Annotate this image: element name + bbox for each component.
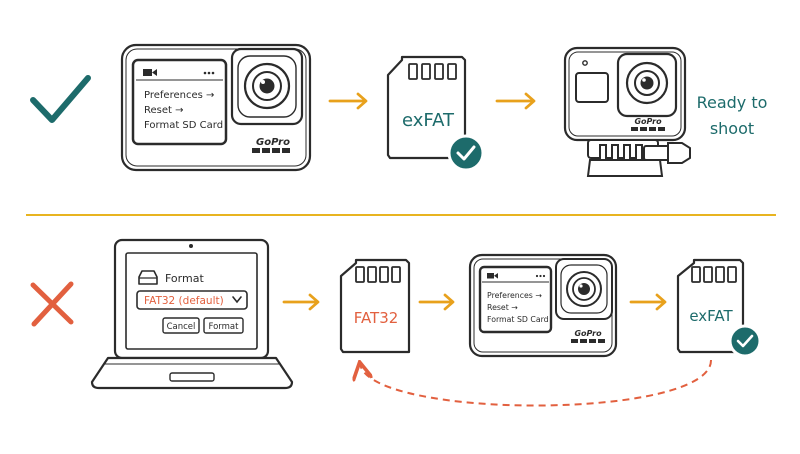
video-mode-icon	[143, 69, 152, 76]
gopro-camera-mounted: GoPro	[563, 46, 691, 177]
menu-item-format-sd-card: Format SD Card	[144, 120, 223, 131]
gopro-camera-menu: Preferences → Reset → Format SD Card GoP…	[120, 43, 312, 172]
mount-bracket	[586, 139, 691, 177]
return-loop-arrow	[360, 360, 713, 407]
cancel-button-label: Cancel	[167, 322, 196, 332]
format-button-label: Format	[209, 322, 240, 332]
filesystem-select-value: FAT32 (default)	[144, 295, 224, 307]
menu-item-preferences: Preferences →	[487, 291, 542, 300]
format-dialog: Format FAT32 (default) Cancel Format	[136, 270, 248, 334]
cross-icon	[30, 281, 74, 327]
gopro-logo: GoPro	[256, 137, 290, 148]
camera-screen	[131, 58, 228, 146]
gopro-logo: GoPro	[574, 329, 602, 338]
card-label: exFAT	[689, 307, 733, 325]
sd-card-exfat: exFAT	[676, 258, 762, 358]
sd-card-exfat: exFAT	[386, 55, 485, 172]
video-mode-icon	[487, 273, 494, 279]
sd-card-fat32: FAT32	[339, 258, 411, 354]
front-screen	[575, 72, 609, 103]
trackpad	[169, 372, 215, 382]
arrow-right	[418, 293, 455, 311]
arrow-right	[629, 293, 667, 311]
arrow-right	[495, 92, 536, 110]
laptop: Format FAT32 (default) Cancel Format	[90, 238, 294, 390]
gopro-logo: GoPro	[634, 117, 662, 126]
menu-item-reset: Reset →	[487, 303, 518, 312]
gopro-camera-menu: Preferences → Reset → Format SD Card GoP…	[468, 253, 618, 358]
filesystem-select[interactable]	[136, 290, 248, 310]
menu-item-preferences: Preferences →	[144, 90, 214, 101]
arrow-right	[282, 293, 320, 311]
format-button[interactable]	[203, 317, 244, 334]
wrong-row: Format FAT32 (default) Cancel Format FAT…	[30, 238, 762, 407]
chevron-down-icon	[232, 296, 242, 304]
correct-row: Preferences → Reset → Format SD Card GoP…	[30, 43, 768, 177]
camera-screen	[478, 265, 553, 334]
check-badge-icon	[728, 324, 762, 358]
cancel-button[interactable]	[162, 317, 200, 334]
ready-to-shoot-line1: Ready to	[697, 93, 768, 112]
dialog-title: Format	[165, 272, 204, 285]
arrow-right	[328, 92, 368, 110]
card-label: exFAT	[402, 110, 455, 131]
menu-item-reset: Reset →	[144, 105, 184, 116]
check-badge-icon	[447, 134, 485, 172]
checkmark-icon	[30, 75, 91, 123]
menu-item-format-sd-card: Format SD Card	[487, 315, 549, 324]
card-label: FAT32	[354, 309, 399, 327]
ready-to-shoot-line2: shoot	[710, 119, 754, 138]
